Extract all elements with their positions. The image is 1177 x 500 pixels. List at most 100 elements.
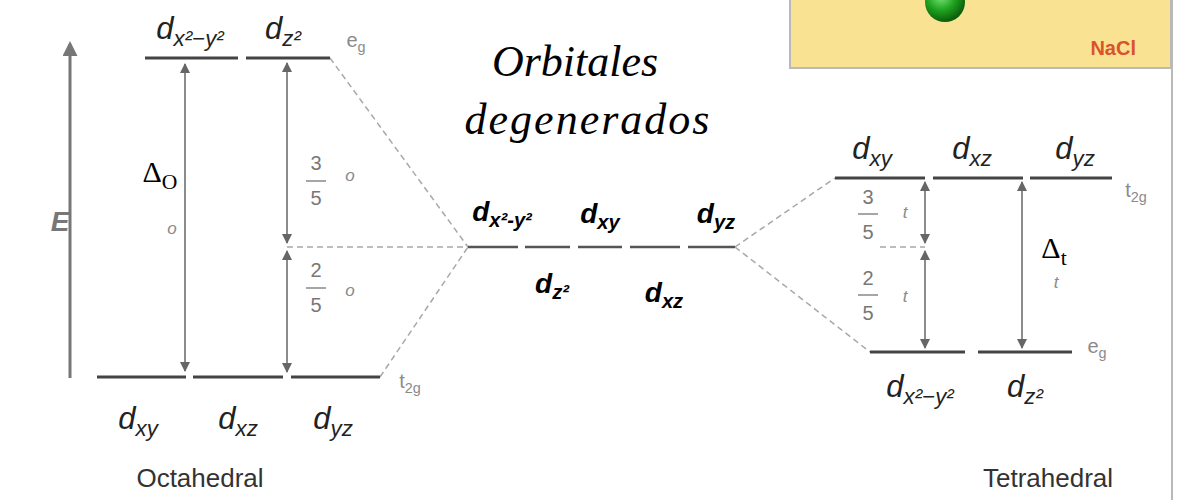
geometry-name: Octahedral	[136, 465, 263, 491]
base-part: t	[1054, 273, 1059, 292]
fraction-digit: 3	[310, 153, 321, 173]
base-part: 2	[310, 259, 321, 281]
subscript-part: x²-y²	[489, 209, 532, 231]
base-part: d	[852, 131, 869, 166]
fraction-bar	[306, 287, 326, 289]
base-part: 3	[862, 186, 873, 208]
fraction-arrow	[924, 182, 926, 243]
level-line	[630, 246, 680, 249]
fraction-bars	[306, 181, 878, 295]
base-part: d	[1007, 369, 1024, 404]
subscript-part: xz	[969, 146, 991, 171]
base-part: Δ	[1041, 231, 1060, 264]
level-line	[933, 177, 1023, 180]
level-line	[978, 351, 1072, 354]
base-part: o	[345, 281, 354, 300]
subscript-letter: o	[167, 220, 176, 237]
orbital-label: dxy	[580, 200, 620, 228]
base-part: t	[903, 287, 908, 306]
level-line	[835, 177, 925, 180]
orbital-label: dxy	[118, 403, 158, 434]
subscript-part: 2g	[1131, 189, 1147, 205]
orbital-label: dz²	[1007, 371, 1043, 402]
orbital-label: dxz	[952, 133, 992, 164]
base-part: e	[346, 29, 357, 51]
base-part: 3	[310, 152, 321, 174]
base-part: t	[399, 370, 405, 392]
dashed-line	[735, 247, 870, 352]
heading-line: degenerados	[465, 98, 712, 142]
base-part: d	[156, 11, 173, 46]
orbital-label: dz²	[535, 270, 569, 298]
subscript-part: z²	[1024, 384, 1043, 409]
fraction-bar	[306, 180, 326, 182]
delta-label: ΔO	[143, 157, 178, 187]
level-line	[870, 351, 965, 354]
fraction-bar	[858, 213, 878, 215]
orbital-label: dz²	[265, 13, 301, 44]
subscript-part: yz	[714, 211, 735, 233]
orbital-label: dx²-y²	[472, 198, 532, 226]
base-part: t	[903, 203, 908, 222]
subscript-part: xy	[597, 211, 619, 233]
splitting-arrows	[185, 63, 1022, 372]
subscript-part: yz	[1072, 146, 1094, 171]
level-line	[193, 376, 283, 379]
orbital-label: dyz	[697, 200, 735, 228]
subscript-letter: t	[903, 204, 908, 221]
fraction-digit: 2	[862, 268, 873, 288]
subscript-part: x²−y²	[174, 26, 224, 51]
base-part: d	[265, 11, 282, 46]
base-part: Δ	[143, 155, 162, 188]
subscript-part: yz	[330, 416, 352, 441]
energy-levels	[97, 58, 1112, 377]
fraction-digit: 2	[310, 260, 321, 280]
subscript-part: z²	[552, 281, 569, 303]
level-line	[246, 57, 330, 60]
level-line	[1030, 177, 1112, 180]
symmetry-label: eg	[346, 30, 365, 50]
base-part: 2	[862, 267, 873, 289]
fraction-digit: 5	[310, 295, 321, 315]
symmetry-label: eg	[1087, 336, 1106, 356]
base-part: t	[1125, 179, 1131, 201]
subscript-part: x²−y²	[904, 384, 954, 409]
compound-name: NaCl	[1090, 38, 1136, 58]
base-part: 5	[310, 294, 321, 316]
fraction-arrow	[286, 63, 288, 243]
base-part: degenerados	[465, 95, 712, 144]
level-line	[688, 246, 735, 249]
fraction-arrow	[286, 251, 288, 372]
degenerate-levels	[468, 246, 735, 249]
level-line	[145, 57, 238, 60]
base-part: d	[535, 268, 552, 299]
dashed-line	[880, 246, 925, 248]
heading-line: Orbitales	[492, 40, 658, 84]
base-part: d	[118, 401, 135, 436]
dashed-line	[330, 58, 468, 247]
level-line	[525, 246, 570, 249]
subscript-letter: o	[345, 282, 354, 299]
base-part: d	[645, 277, 662, 308]
dashed-line	[287, 246, 468, 248]
base-part: d	[218, 401, 235, 436]
level-line	[97, 376, 186, 379]
dashed-line	[735, 178, 835, 247]
base-part: Tetrahedral	[983, 463, 1113, 493]
symmetry-label: t2g	[1125, 180, 1147, 200]
base-part: d	[952, 131, 969, 166]
frame-line	[1171, 0, 1173, 500]
subscript-letter: t	[903, 288, 908, 305]
dashed-guides	[287, 58, 925, 377]
subscript-part: 2g	[405, 380, 421, 396]
fraction-digit: 5	[862, 303, 873, 323]
base-part: d	[313, 401, 330, 436]
subscript-part: xz	[662, 290, 683, 312]
subscript-part: t	[1061, 246, 1067, 270]
delta-label: Δt	[1041, 233, 1066, 263]
base-part: d	[580, 198, 597, 229]
geometry-name: Tetrahedral	[983, 465, 1113, 491]
fraction-digit: 3	[862, 187, 873, 207]
delta-arrow	[184, 64, 186, 371]
base-part: e	[1087, 335, 1098, 357]
